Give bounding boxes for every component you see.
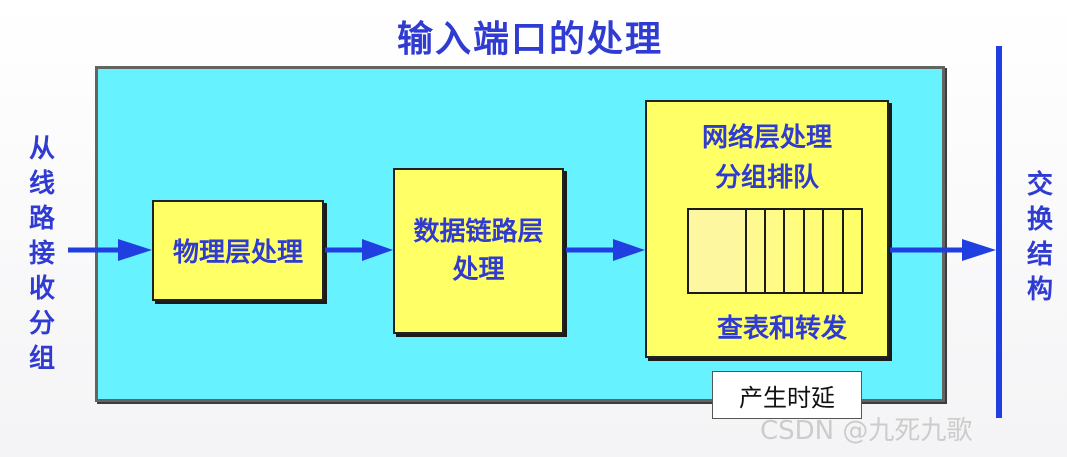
network-layer-box: 网络层处理 分组排队 查表和转发	[645, 100, 889, 358]
physical-layer-label: 物理层处理	[172, 238, 303, 268]
queue-slot	[841, 210, 861, 292]
input-label-char: 组	[28, 344, 55, 374]
lookup-forward-label: 查表和转发	[716, 314, 847, 344]
queue-slot	[802, 210, 822, 292]
input-label: 从 线 路 接 收 分 组	[24, 132, 60, 377]
network-layer-title-line1: 网络层处理	[701, 123, 832, 153]
switch-fabric-char: 构	[1026, 275, 1053, 305]
switch-fabric-char: 换	[1026, 205, 1053, 235]
input-label-char: 分	[28, 309, 55, 339]
arrow-link-to-network	[566, 239, 645, 261]
switch-fabric-char: 结	[1026, 240, 1053, 270]
input-label-char: 从	[28, 134, 55, 164]
physical-layer-box: 物理层处理	[152, 200, 324, 301]
data-link-label-line2: 处理	[452, 255, 505, 285]
queue-slot	[764, 210, 783, 292]
input-label-char: 路	[28, 204, 55, 234]
arrow-physical-to-link	[325, 239, 393, 261]
arrow-network-to-fabric	[890, 239, 996, 261]
queue-slot	[783, 210, 802, 292]
delay-label: 产生时延	[712, 371, 862, 419]
queue-slot	[822, 210, 841, 292]
network-layer-title: 网络层处理 分组排队	[647, 118, 887, 198]
queue-slot	[689, 210, 745, 292]
queue-slot	[744, 210, 764, 292]
input-label-char: 收	[28, 274, 55, 304]
network-layer-title-line2: 分组排队	[714, 163, 819, 193]
switch-fabric-bar	[996, 46, 1002, 418]
switch-fabric-char: 交	[1026, 170, 1053, 200]
watermark: CSDN @九死九歌	[760, 416, 973, 446]
data-link-label-line1: 数据链路层	[413, 217, 544, 247]
arrow-input-to-physical	[68, 239, 152, 261]
data-link-layer-box: 数据链路层 处理	[393, 168, 564, 334]
packet-queue	[687, 208, 863, 294]
diagram-title: 输入端口的处理	[396, 19, 663, 60]
input-label-char: 接	[28, 239, 55, 269]
input-label-char: 线	[28, 169, 55, 199]
switch-fabric-label: 交 换 结 构	[1022, 168, 1058, 308]
